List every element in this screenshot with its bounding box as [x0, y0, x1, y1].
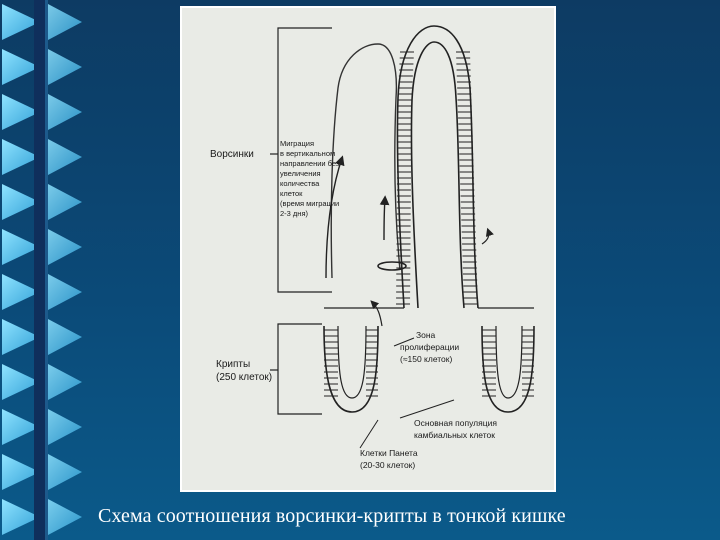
decorative-triangle	[48, 319, 82, 355]
crypt-right-inner	[496, 326, 522, 398]
decorative-triangle	[48, 184, 82, 220]
decorative-triangle	[48, 4, 82, 40]
crypt-right	[482, 326, 534, 412]
label-villi: Ворсинки	[210, 149, 254, 160]
svg-text:пролиферации: пролиферации	[400, 342, 459, 352]
vertical-bar	[34, 0, 45, 540]
decorative-triangle	[48, 94, 82, 130]
villus-crypt-diagram: Ворсинки Миграция в вертикальном направл…	[182, 8, 554, 490]
crypt-left-inner	[338, 326, 366, 398]
decorative-triangle	[48, 499, 82, 535]
svg-text:Клетки Панета: Клетки Панета	[360, 448, 418, 458]
svg-text:(время миграции: (время миграции	[280, 199, 339, 208]
crypt-left	[324, 326, 378, 412]
label-proliferation: Зона пролиферации (≈150 клеток)	[400, 330, 459, 364]
decorative-triangle	[48, 409, 82, 445]
slide-caption: Схема соотношения ворсинки-крипты в тонк…	[98, 505, 708, 528]
vertical-bar-highlight	[45, 0, 48, 540]
migration-arrow-left	[326, 158, 342, 278]
crypts-bracket	[270, 324, 322, 414]
decorative-triangle	[48, 229, 82, 265]
decorative-left-band	[0, 0, 88, 540]
crypt-arrow-up	[372, 302, 382, 326]
svg-text:(250 клеток): (250 клеток)	[216, 372, 272, 383]
svg-text:направлении без: направлении без	[280, 159, 340, 168]
label-cambial: Основная популяция камбиальных клеток	[414, 418, 497, 440]
decorative-triangle	[48, 274, 82, 310]
villus-arrow-right	[482, 230, 489, 244]
svg-text:(20-30 клеток): (20-30 клеток)	[360, 460, 415, 470]
svg-text:Основная популяция: Основная популяция	[414, 418, 497, 428]
label-paneth: Клетки Панета (20-30 клеток)	[360, 448, 418, 470]
svg-text:клеток: клеток	[280, 189, 303, 198]
migration-arrow-right	[384, 198, 385, 240]
villus-epithelium-inner	[411, 42, 464, 308]
svg-text:камбиальных клеток: камбиальных клеток	[414, 430, 495, 440]
villus-epithelium-outer	[397, 26, 478, 308]
svg-text:Крипты: Крипты	[216, 359, 250, 370]
svg-text:Зона: Зона	[416, 330, 436, 340]
svg-text:(≈150 клеток): (≈150 клеток)	[400, 354, 453, 364]
villus-cells	[396, 52, 478, 304]
decorative-triangle	[48, 364, 82, 400]
svg-text:Миграция: Миграция	[280, 139, 314, 148]
svg-text:количества: количества	[280, 179, 320, 188]
svg-text:2-3 дня): 2-3 дня)	[280, 209, 309, 218]
svg-text:увеличения: увеличения	[280, 169, 321, 178]
svg-text:в вертикальном: в вертикальном	[280, 149, 335, 158]
label-crypts: Крипты (250 клеток)	[216, 359, 272, 383]
decorative-triangle	[48, 49, 82, 85]
decorative-triangle	[48, 139, 82, 175]
label-migration: Миграция в вертикальном направлении без …	[280, 139, 340, 218]
decorative-triangle	[48, 454, 82, 490]
diagram-frame: Ворсинки Миграция в вертикальном направл…	[180, 6, 556, 492]
